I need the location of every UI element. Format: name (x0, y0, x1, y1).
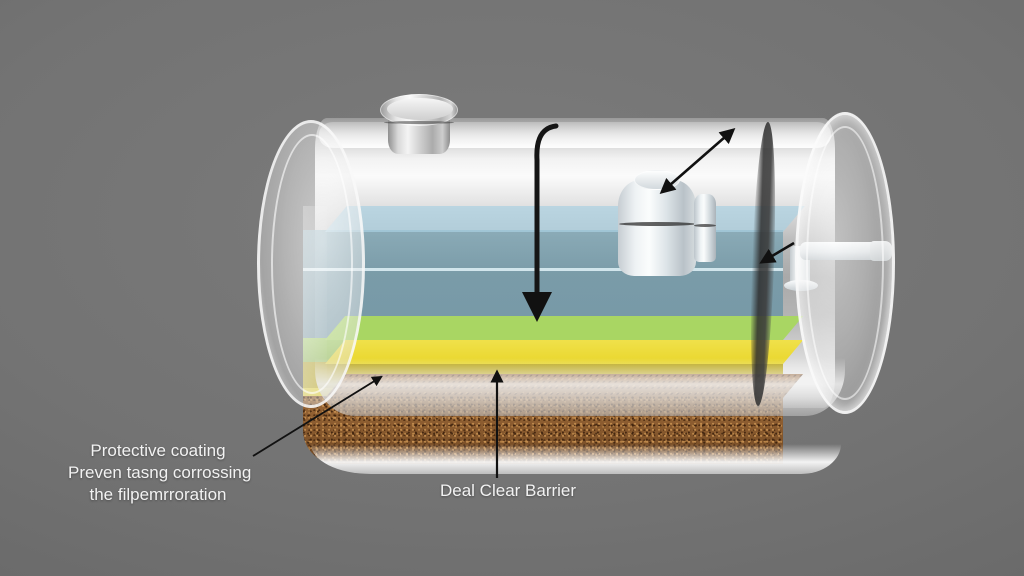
internal-vessel-band (619, 222, 695, 226)
left-end-cap-rim (271, 134, 353, 394)
callout-coating-line2: Preven tasng corrossing (68, 463, 252, 482)
internal-equipment (618, 170, 730, 290)
right-end-cap-rim (806, 126, 884, 400)
dip-tube (522, 123, 559, 322)
tank-floor (311, 444, 841, 474)
double-headed-arrow (659, 127, 736, 195)
manway-seam (384, 121, 454, 124)
callout-barrier-line1: Deal Clear Barrier (440, 481, 577, 500)
callout-clear-barrier: Deal Clear Barrier (440, 480, 576, 502)
storage-tank-assembly (255, 94, 895, 474)
internal-vessel (618, 180, 696, 276)
internal-cylinder (694, 194, 716, 262)
elbow-pointer-arrow (759, 241, 795, 264)
top-manway-hatch (380, 94, 458, 156)
callout-coating-line1: Protective coating (90, 441, 226, 460)
liquid-surface-line (303, 268, 783, 271)
manway-lid-face (387, 98, 453, 120)
internal-cylinder-band (694, 224, 716, 227)
coating-leader-arrow (252, 375, 383, 457)
callout-coating-line3: the filpemrroration (89, 485, 227, 504)
callout-protective-coating: Protective coating Preven tasng corrossi… (68, 440, 252, 506)
manway-lid (380, 94, 458, 126)
